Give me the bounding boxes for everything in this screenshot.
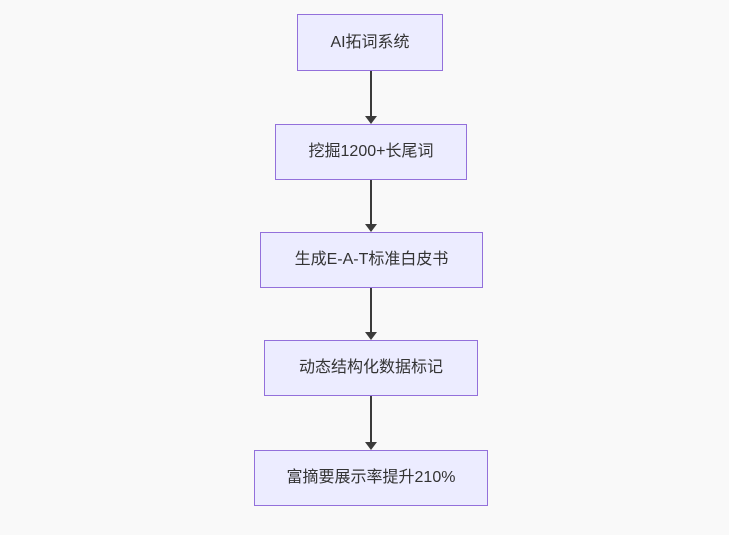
flow-node-label: 挖掘1200+长尾词 xyxy=(308,143,434,161)
flow-edge-a-b xyxy=(365,71,377,124)
flow-node-label: 生成E-A-T标准白皮书 xyxy=(294,251,449,269)
flow-node-label: AI拓词系统 xyxy=(330,33,410,51)
arrow-down-icon xyxy=(365,332,377,340)
arrow-down-icon xyxy=(365,224,377,232)
edge-line xyxy=(370,180,372,225)
flow-node-label: 富摘要展示率提升210% xyxy=(286,469,456,487)
flow-edge-c-d xyxy=(365,288,377,340)
arrow-down-icon xyxy=(365,116,377,124)
flow-edge-b-c xyxy=(365,180,377,232)
flow-edge-d-e xyxy=(365,396,377,450)
flow-node-eat-whitepaper: 生成E-A-T标准白皮书 xyxy=(260,232,483,288)
flow-node-ai-keyword-system: AI拓词系统 xyxy=(297,14,443,71)
flow-node-longtail-mining: 挖掘1200+长尾词 xyxy=(275,124,467,180)
arrow-down-icon xyxy=(365,442,377,450)
flow-node-structured-data-markup: 动态结构化数据标记 xyxy=(264,340,478,396)
edge-line xyxy=(370,71,372,117)
flow-node-label: 动态结构化数据标记 xyxy=(298,359,443,377)
flow-node-rich-snippet-result: 富摘要展示率提升210% xyxy=(254,450,488,506)
edge-line xyxy=(370,396,372,443)
edge-line xyxy=(370,288,372,333)
